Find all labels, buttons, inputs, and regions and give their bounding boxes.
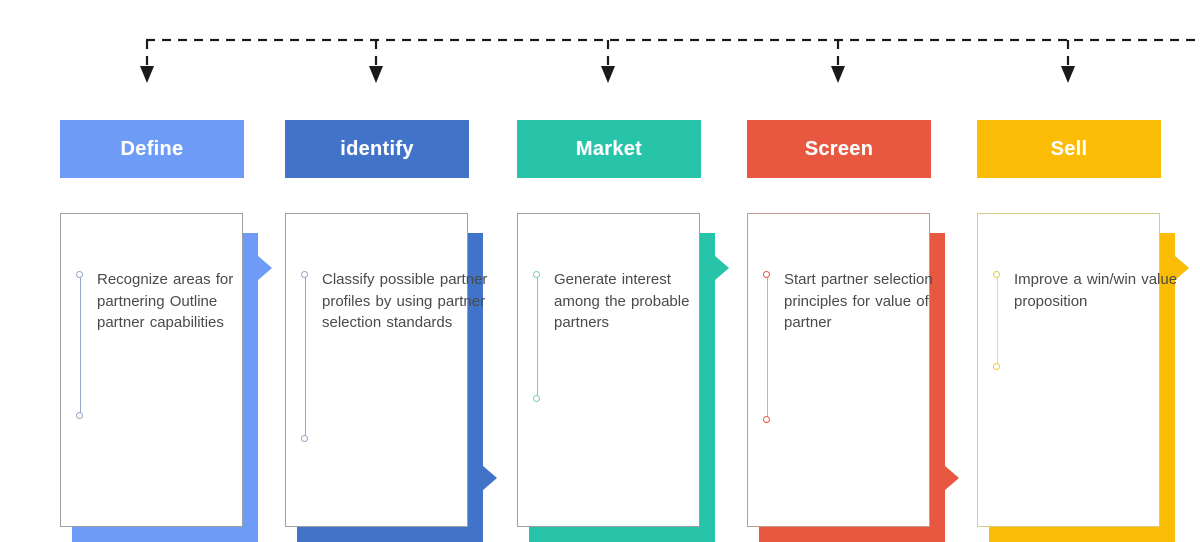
phase-label-define: Define: [120, 138, 184, 160]
card-back-plate-sell: [989, 233, 1189, 542]
phase-header-screen[interactable]: Screen: [747, 120, 931, 178]
bullet-rail-screen: [761, 269, 775, 425]
phase-column-market: Market Generate interest among the proba…: [517, 0, 757, 542]
rail-dot-bottom-icon: [76, 412, 83, 419]
bullet-rail-identify: [299, 269, 313, 444]
card-content-sell: Improve a win/win value proposition: [991, 269, 1181, 372]
rail-line: [80, 274, 81, 416]
phase-card-market[interactable]: Generate interest among the probable par…: [517, 213, 729, 542]
card-face-sell: [977, 213, 1160, 527]
phase-column-identify: identify Classify possible partner profi…: [285, 0, 525, 542]
bullet-rail-market: [531, 269, 545, 404]
card-back-plate-screen: [759, 233, 959, 542]
phase-header-define[interactable]: Define: [60, 120, 244, 178]
rail-dot-top-icon: [763, 271, 770, 278]
rail-line: [767, 274, 768, 420]
card-text-screen: Start partner selection principles for v…: [784, 271, 933, 331]
card-face-define: [60, 213, 243, 527]
rail-line: [537, 274, 538, 399]
card-text-sell: Improve a win/win value proposition: [1014, 271, 1178, 310]
rail-line: [305, 274, 306, 439]
phase-card-screen[interactable]: Start partner selection principles for v…: [747, 213, 959, 542]
card-content-define: Recognize areas for partnering Outline p…: [74, 269, 264, 421]
card-back-plate-identify: [297, 233, 497, 542]
phase-card-define[interactable]: Recognize areas for partnering Outline p…: [60, 213, 272, 542]
phase-card-identify[interactable]: Classify possible partner profiles by us…: [285, 213, 497, 542]
card-text-identify: Classify possible partner profiles by us…: [322, 271, 488, 331]
rail-dot-top-icon: [76, 271, 83, 278]
bullet-rail-sell: [991, 269, 1005, 372]
card-face-screen: [747, 213, 930, 527]
phase-column-sell: Sell Improve a win/win value proposition: [977, 0, 1200, 542]
card-content-identify: Classify possible partner profiles by us…: [299, 269, 489, 444]
bullet-rail-define: [74, 269, 88, 421]
rail-dot-top-icon: [301, 271, 308, 278]
rail-dot-top-icon: [993, 271, 1000, 278]
card-back-plate-market: [529, 233, 729, 542]
card-content-market: Generate interest among the probable par…: [531, 269, 721, 404]
card-face-identify: [285, 213, 468, 527]
card-back-plate-define: [72, 233, 272, 542]
phase-card-sell[interactable]: Improve a win/win value proposition: [977, 213, 1189, 542]
phase-label-market: Market: [575, 138, 643, 160]
rail-dot-bottom-icon: [533, 395, 540, 402]
phase-label-sell: Sell: [1050, 138, 1088, 160]
card-face-market: [517, 213, 700, 527]
rail-dot-bottom-icon: [763, 416, 770, 423]
card-text-market: Generate interest among the probable par…: [554, 271, 690, 331]
phase-column-screen: Screen Start partner selection principle…: [747, 0, 987, 542]
rail-line: [997, 274, 998, 367]
card-content-screen: Start partner selection principles for v…: [761, 269, 951, 425]
phase-header-identify[interactable]: identify: [285, 120, 469, 178]
phase-label-identify: identify: [340, 138, 414, 160]
phase-header-market[interactable]: Market: [517, 120, 701, 178]
phase-label-screen: Screen: [804, 138, 874, 160]
card-text-define: Recognize areas for partnering Outline p…: [97, 271, 234, 331]
rail-dot-bottom-icon: [993, 363, 1000, 370]
rail-dot-bottom-icon: [301, 435, 308, 442]
phase-header-sell[interactable]: Sell: [977, 120, 1161, 178]
phase-column-define: Define Recognize areas for partnering Ou…: [60, 0, 300, 542]
rail-dot-top-icon: [533, 271, 540, 278]
